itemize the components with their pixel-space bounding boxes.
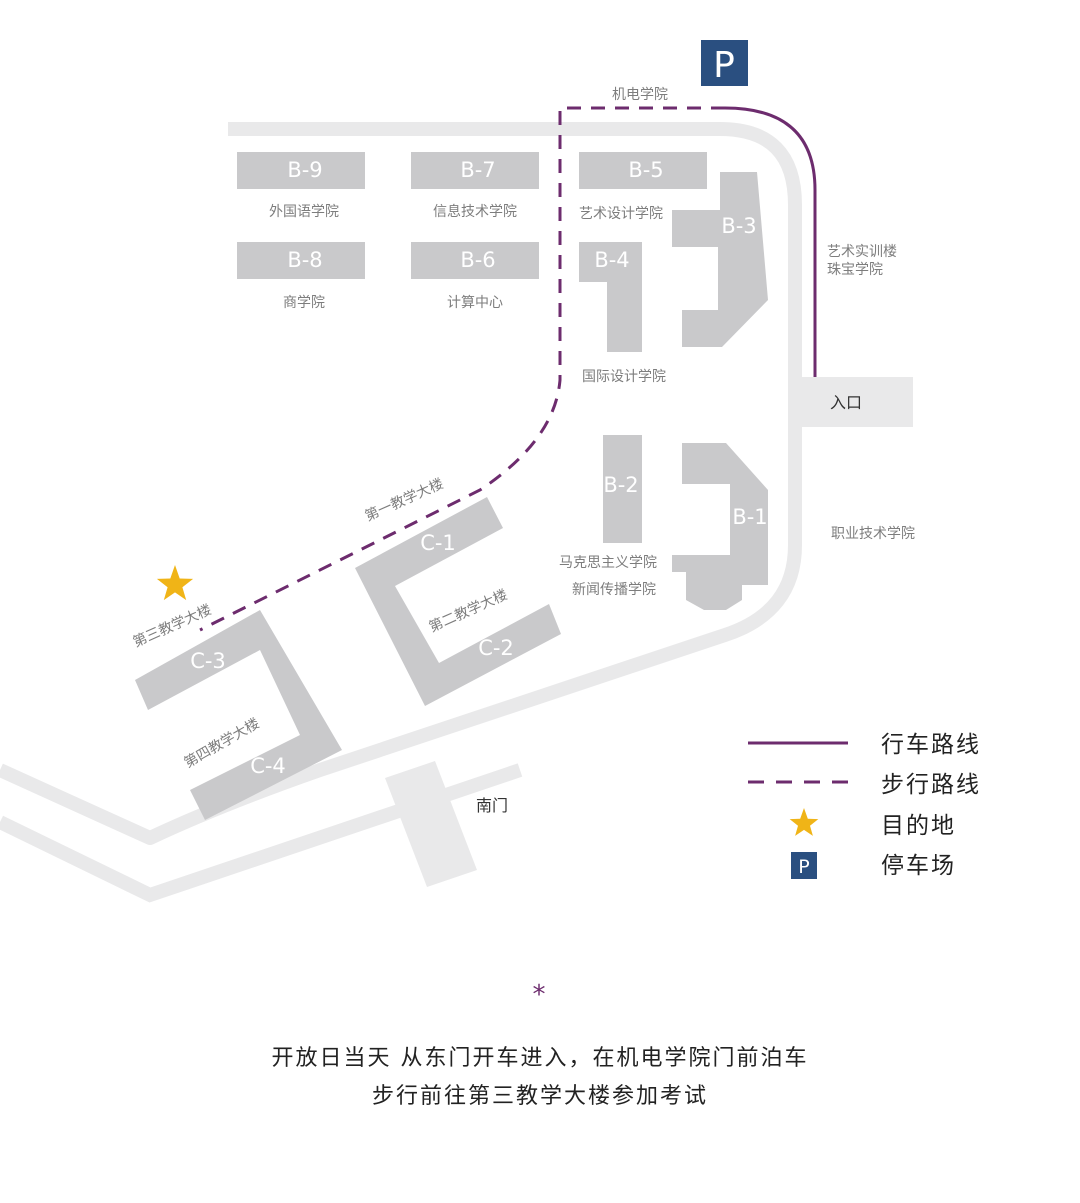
- label-zhiye: 职业技术学院: [831, 526, 915, 542]
- legend-parking-icon: [791, 852, 817, 879]
- building-b6: [411, 242, 539, 279]
- label-c2: C-2: [478, 636, 514, 660]
- parking-sign: P: [701, 40, 748, 86]
- label-south-gate: 南门: [476, 796, 508, 815]
- building-b8: [237, 242, 365, 279]
- parking-letter: P: [713, 45, 735, 86]
- college-b8: 商学院: [283, 295, 325, 311]
- label-jidian: 机电学院: [612, 87, 668, 103]
- label-b6: B-6: [460, 248, 495, 272]
- label-yishu-2: 珠宝学院: [827, 262, 883, 278]
- destination-star-icon: [156, 565, 194, 601]
- building-c3-c4: [135, 610, 342, 820]
- label-b3: B-3: [721, 214, 756, 238]
- college-b9: 外国语学院: [269, 204, 339, 220]
- college-b7: 信息技术学院: [433, 203, 517, 220]
- legend-drive-label: 行车路线: [881, 732, 981, 758]
- building-b3: [672, 172, 768, 347]
- buildings: [135, 152, 768, 820]
- building-b9: [237, 152, 365, 189]
- label-makesi: 马克思主义学院: [559, 555, 657, 571]
- label-b4: B-4: [594, 248, 629, 272]
- label-c1: C-1: [420, 531, 456, 555]
- label-b8: B-8: [287, 248, 322, 272]
- legend-walk-label: 步行路线: [881, 772, 981, 798]
- label-b1: B-1: [732, 505, 767, 529]
- building-b1: [672, 443, 768, 610]
- building-b4: [579, 242, 642, 352]
- college-b5: 艺术设计学院: [579, 206, 663, 222]
- building-c1: [355, 497, 561, 706]
- label-yishu-1: 艺术实训楼: [827, 244, 897, 260]
- outer-road: [0, 763, 523, 903]
- legend-destination-label: 目的地: [881, 813, 956, 839]
- label-b2: B-2: [603, 473, 638, 497]
- legend: 行车路线 步行路线 目的地 P 停车场: [748, 732, 981, 879]
- label-teach2: 第二教学大楼: [426, 586, 510, 636]
- label-xinwen: 新闻传播学院: [572, 582, 656, 598]
- parking-icon: [701, 40, 748, 86]
- east-entrance-road: [795, 377, 913, 427]
- label-b7: B-7: [460, 158, 495, 182]
- legend-parking-letter: P: [798, 856, 809, 878]
- label-c4: C-4: [250, 754, 286, 778]
- college-b4: 国际设计学院: [582, 369, 666, 385]
- label-entrance: 入口: [830, 393, 862, 412]
- walk-route: [199, 106, 725, 632]
- footer-asterisk: *: [532, 980, 548, 1010]
- label-teach1: 第一教学大楼: [362, 475, 446, 525]
- footer-line-1: 开放日当天 从东门开车进入，在机电学院门前泊车: [271, 1046, 809, 1071]
- building-b2: [603, 435, 642, 543]
- college-b6: 计算中心: [447, 295, 503, 311]
- building-labels: B-9 B-7 B-5 B-3 B-8 B-6 B-4 B-2 B-1 C-1 …: [190, 158, 767, 778]
- south-gate-road: [385, 761, 477, 887]
- footer-line-2: 步行前往第三教学大楼参加考试: [371, 1084, 708, 1109]
- label-b5: B-5: [628, 158, 663, 182]
- building-b5: [579, 152, 707, 189]
- legend-star-icon: [789, 808, 819, 836]
- label-b9: B-9: [287, 158, 322, 182]
- legend-parking-label: 停车场: [881, 853, 956, 879]
- label-c3: C-3: [190, 649, 226, 673]
- building-b7: [411, 152, 539, 189]
- drive-route: [724, 106, 817, 377]
